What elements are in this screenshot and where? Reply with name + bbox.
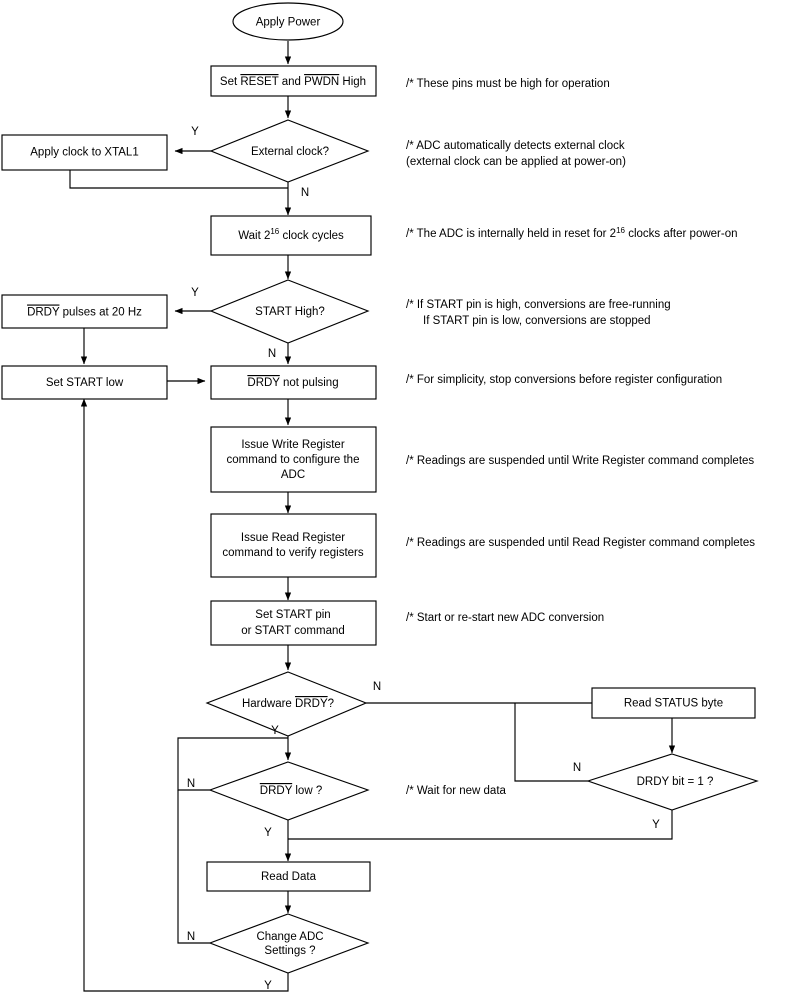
node-set-reset-pwdn[interactable] [210, 65, 377, 97]
node-issue-write-register-line3: ADC [281, 469, 305, 481]
node-apply-clock-xtal1-label: Apply clock to XTAL1 [30, 147, 138, 159]
branch-label-external-clock-no: N [301, 187, 309, 199]
node-apply-clock-xtal1[interactable] [1, 134, 168, 171]
branch-label-start-high-no: N [268, 348, 276, 360]
node-apply-power[interactable] [232, 2, 344, 41]
branch-label-change-adc-no: N [187, 931, 195, 943]
note-external-clock-line1: /* ADC automatically detects external cl… [406, 140, 625, 152]
node-issue-write-register[interactable] [210, 426, 377, 493]
note-wait-clock-cycles: /* The ADC is internally held in reset f… [406, 226, 738, 241]
note-drdy-not-pulsing: /* For simplicity, stop conversions befo… [406, 374, 722, 386]
branch-label-drdy-bit-yes: Y [652, 819, 660, 831]
node-issue-write-register-line2: command to configure the [227, 454, 360, 466]
node-start-high-decision[interactable] [209, 279, 370, 344]
note-write-register: /* Readings are suspended until Write Re… [406, 455, 754, 467]
conn-drdybit-no [514, 703, 588, 782]
node-issue-read-register-line1: Issue Read Register [241, 532, 345, 544]
note-external-clock-line2: (external clock can be applied at power-… [406, 156, 626, 168]
node-drdy-low-decision[interactable] [208, 761, 370, 821]
branch-label-change-adc-yes: Y [264, 980, 272, 992]
node-drdy-bit-decision[interactable] [586, 753, 759, 811]
conn-xtal1-rejoin [69, 170, 288, 189]
branch-label-drdy-low-yes: Y [264, 827, 272, 839]
node-set-start-low-label: Set START low [46, 377, 124, 389]
branch-label-hardware-drdy-yes: Y [271, 725, 279, 737]
conn-drdylow-no [177, 737, 288, 791]
node-drdy-not-pulsing[interactable] [210, 365, 377, 400]
node-drdy-pulses-label: DRDY pulses at 20 Hz [27, 307, 142, 319]
note-set-start-pin: /* Start or re-start new ADC conversion [406, 612, 604, 624]
node-change-adc-settings-decision[interactable] [208, 913, 370, 974]
note-read-register: /* Readings are suspended until Read Reg… [406, 537, 755, 549]
node-read-data[interactable] [206, 861, 371, 892]
note-reset-pwdn: /* These pins must be high for operation [406, 78, 610, 90]
node-drdy-not-pulsing-label: DRDY not pulsing [247, 377, 338, 389]
node-wait-clock-cycles[interactable] [210, 215, 372, 256]
node-set-start-pin-line1: Set START pin [255, 609, 330, 621]
node-set-start-pin-line2: or START command [241, 625, 345, 637]
node-change-adc-settings-line1: Change ADC [256, 931, 323, 943]
node-drdy-bit-label: DRDY bit = 1 ? [637, 776, 714, 788]
note-drdy-low: /* Wait for new data [406, 785, 507, 797]
node-read-status-byte-label: Read STATUS byte [624, 698, 723, 710]
node-external-clock-decision[interactable] [209, 119, 370, 183]
node-hardware-drdy-decision[interactable] [205, 671, 368, 737]
node-drdy-low-label: DRDY low ? [260, 785, 322, 797]
note-start-high-line2: If START pin is low, conversions are sto… [423, 315, 651, 327]
node-set-start-low[interactable] [1, 365, 168, 400]
node-read-status-byte[interactable] [591, 687, 756, 719]
node-issue-write-register-line1: Issue Write Register [241, 439, 344, 451]
note-start-high-line1: /* If START pin is high, conversions are… [406, 299, 671, 311]
conn-changeadc-no [177, 790, 210, 944]
branch-label-hardware-drdy-no: N [373, 681, 381, 693]
branch-label-external-clock-yes: Y [191, 126, 199, 138]
node-set-start-pin[interactable] [210, 600, 377, 646]
node-drdy-pulses[interactable] [1, 294, 168, 329]
node-external-clock-label: External clock? [251, 146, 329, 158]
node-issue-read-register[interactable] [210, 513, 377, 578]
node-set-reset-pwdn-label: Set RESET and PWDN High [220, 76, 366, 88]
branch-label-start-high-yes: Y [191, 287, 199, 299]
node-apply-power-label: Apply Power [256, 17, 321, 29]
conn-drdybit-yes [288, 810, 673, 840]
branch-label-drdy-low-no: N [187, 778, 195, 790]
branch-label-drdy-bit-no: N [573, 762, 581, 774]
node-issue-read-register-line2: command to verify registers [222, 547, 363, 559]
node-change-adc-settings-line2: Settings ? [264, 945, 315, 957]
conn-changeadc-yes [80, 398, 289, 992]
node-hardware-drdy-label: Hardware DRDY? [242, 698, 334, 710]
node-read-data-label: Read Data [261, 871, 317, 883]
node-start-high-label: START High? [255, 306, 325, 318]
node-wait-clock-cycles-label: Wait 216 clock cycles [238, 227, 344, 242]
